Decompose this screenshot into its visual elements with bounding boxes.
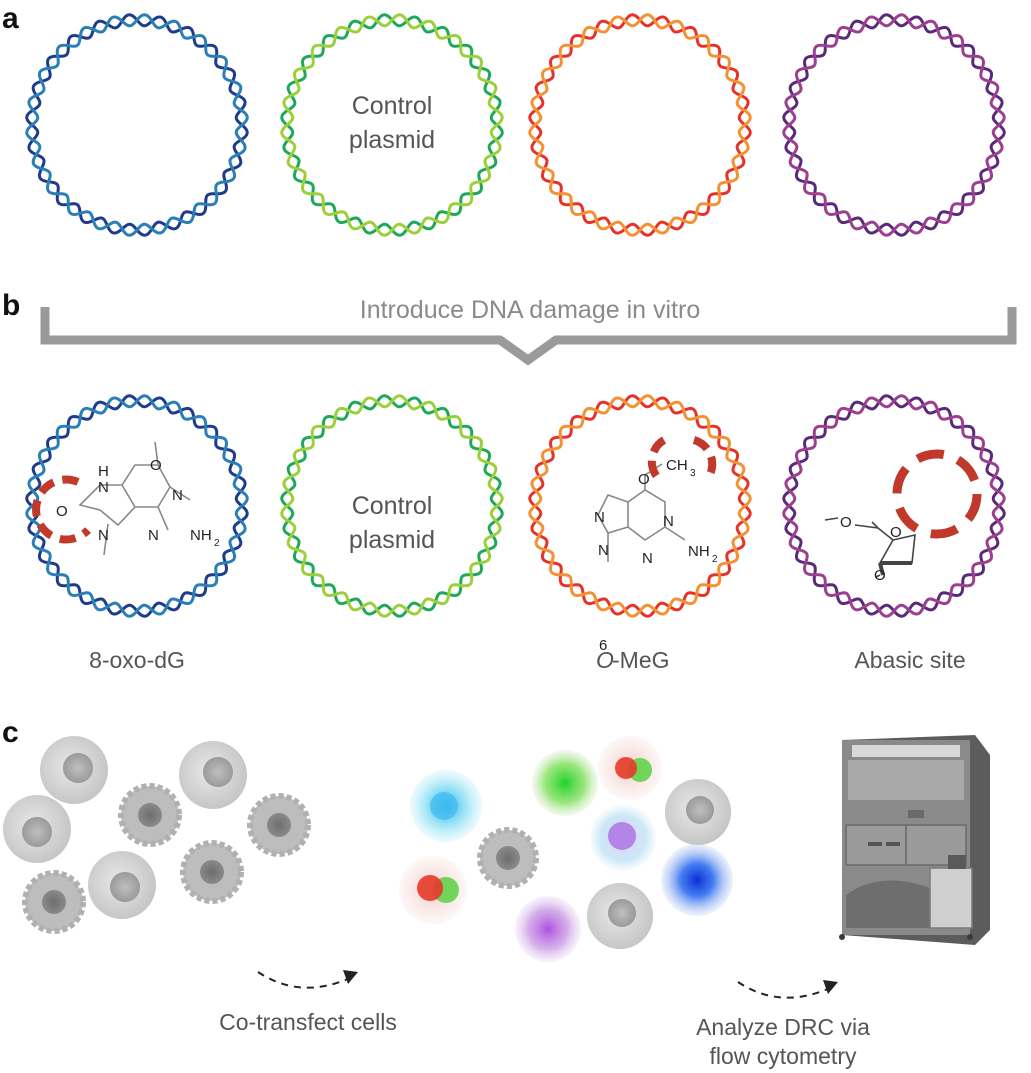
damage-banner-text: Introduce DNA damage in vitro [360,296,700,324]
plasmid-b-blue [25,394,249,618]
meg-atoms: O CH 3 N N N N NH 2 [594,457,718,567]
caption-meg-italic: O [596,647,614,673]
cell-spiky [180,840,244,904]
meg-n1: N [594,509,605,526]
arrow-analyze [737,980,838,999]
abasic-o-ring: O [890,524,902,541]
cell-round [88,851,156,919]
oxo-o-top: O [150,457,162,474]
meg-n2: N [663,513,674,530]
oxo-damage-mark [32,475,91,544]
plasmid-b-green [280,394,504,618]
meg-ch3: CH [666,457,688,474]
meg-n3: N [598,542,609,559]
meg-ch3-sub: 3 [690,468,696,479]
cell-round [665,779,731,845]
meg-n4: N [642,550,653,567]
arrow-co-transfect [257,970,358,989]
oxo-nh: N [98,479,109,496]
control-plasmid-label-a-line2: plasmid [349,126,435,154]
dna-strand [25,13,249,237]
meg-damage-mark [647,436,717,481]
cell-spiky [118,783,182,847]
dna-strand [280,394,504,618]
transfected-cells [399,736,733,962]
panel-c: Co-transfect cells Analyze DRC via flow … [3,735,990,1069]
analyze-label-line2: flow cytometry [710,1043,857,1069]
caption-oxo-dg: 8-oxo-dG [89,647,185,673]
oxo-o-left: O [56,503,68,520]
abasic-damage-mark [892,449,982,539]
oxo-h: H [98,463,109,480]
cell-spiky [477,827,539,889]
dna-strand [782,13,1006,237]
untransfected-cells [3,736,311,934]
control-plasmid-label-a-line1: Control [352,92,433,120]
oxo-nh2: NH [190,527,212,544]
plasmid-b-purple [782,394,1006,618]
cell-red-green-fluorescent [399,856,467,924]
panel-letter-a: a [2,2,19,35]
cell-blue-purple-fluorescent [590,805,656,871]
dna-strand [25,394,249,618]
meg-nh2: NH [688,543,710,560]
cell-blue-fluorescent [661,844,733,916]
caption-abasic: Abasic site [854,647,965,673]
dna-strand [528,394,752,618]
oxo-n3: N [148,527,159,544]
panel-b: Control plasmid O H N N N N NH 2 O [25,394,1006,673]
control-plasmid-label-b-line2: plasmid [349,526,435,554]
cell-round [40,736,108,804]
plasmid-a-purple [782,13,1006,237]
plasmid-b-red [528,394,752,618]
cell-round [587,883,653,949]
oxo-n-bottom: N [98,527,109,544]
dna-strand [782,394,1006,618]
caption-o6-meg: O 6 -MeG [596,637,670,673]
caption-meg-main: -MeG [612,647,670,673]
abasic-structure [824,517,916,578]
analyze-label-line1: Analyze DRC via [696,1014,870,1040]
abasic-o2: O [874,567,886,584]
cell-round [179,741,247,809]
oxo-nh2-sub: 2 [214,538,220,549]
meg-nh2-sub: 2 [712,554,718,565]
cell-round [3,795,71,863]
plasmid-a-green [280,13,504,237]
panel-letter-b: b [2,289,20,322]
panel-a: Control plasmid [25,13,1006,237]
cell-spiky [22,870,86,934]
cell-spiky [247,793,311,857]
meg-o: O [638,471,650,488]
dna-strand [528,13,752,237]
oxo-dg-structure [78,441,191,556]
panel-letter-c: c [2,716,19,749]
abasic-atoms: O O O [840,514,902,584]
plasmid-a-red [528,13,752,237]
plasmid-a-blue [25,13,249,237]
cell-green-fluorescent [532,750,598,816]
flow-cytometer [839,735,990,945]
cell-red-green-fluorescent [598,736,662,800]
control-plasmid-label-b-line1: Control [352,492,433,520]
abasic-o1: O [840,514,852,531]
cell-purple-fluorescent [515,896,581,962]
oxo-dg-atoms: O H N N N N NH 2 O [56,457,220,549]
caption-meg-sup: 6 [599,637,607,654]
dna-strand [280,13,504,237]
damage-bracket: Introduce DNA damage in vitro [40,296,1017,366]
co-transfect-label: Co-transfect cells [219,1009,397,1035]
cell-cyan-fluorescent [410,770,482,842]
oxo-n1: N [172,487,183,504]
